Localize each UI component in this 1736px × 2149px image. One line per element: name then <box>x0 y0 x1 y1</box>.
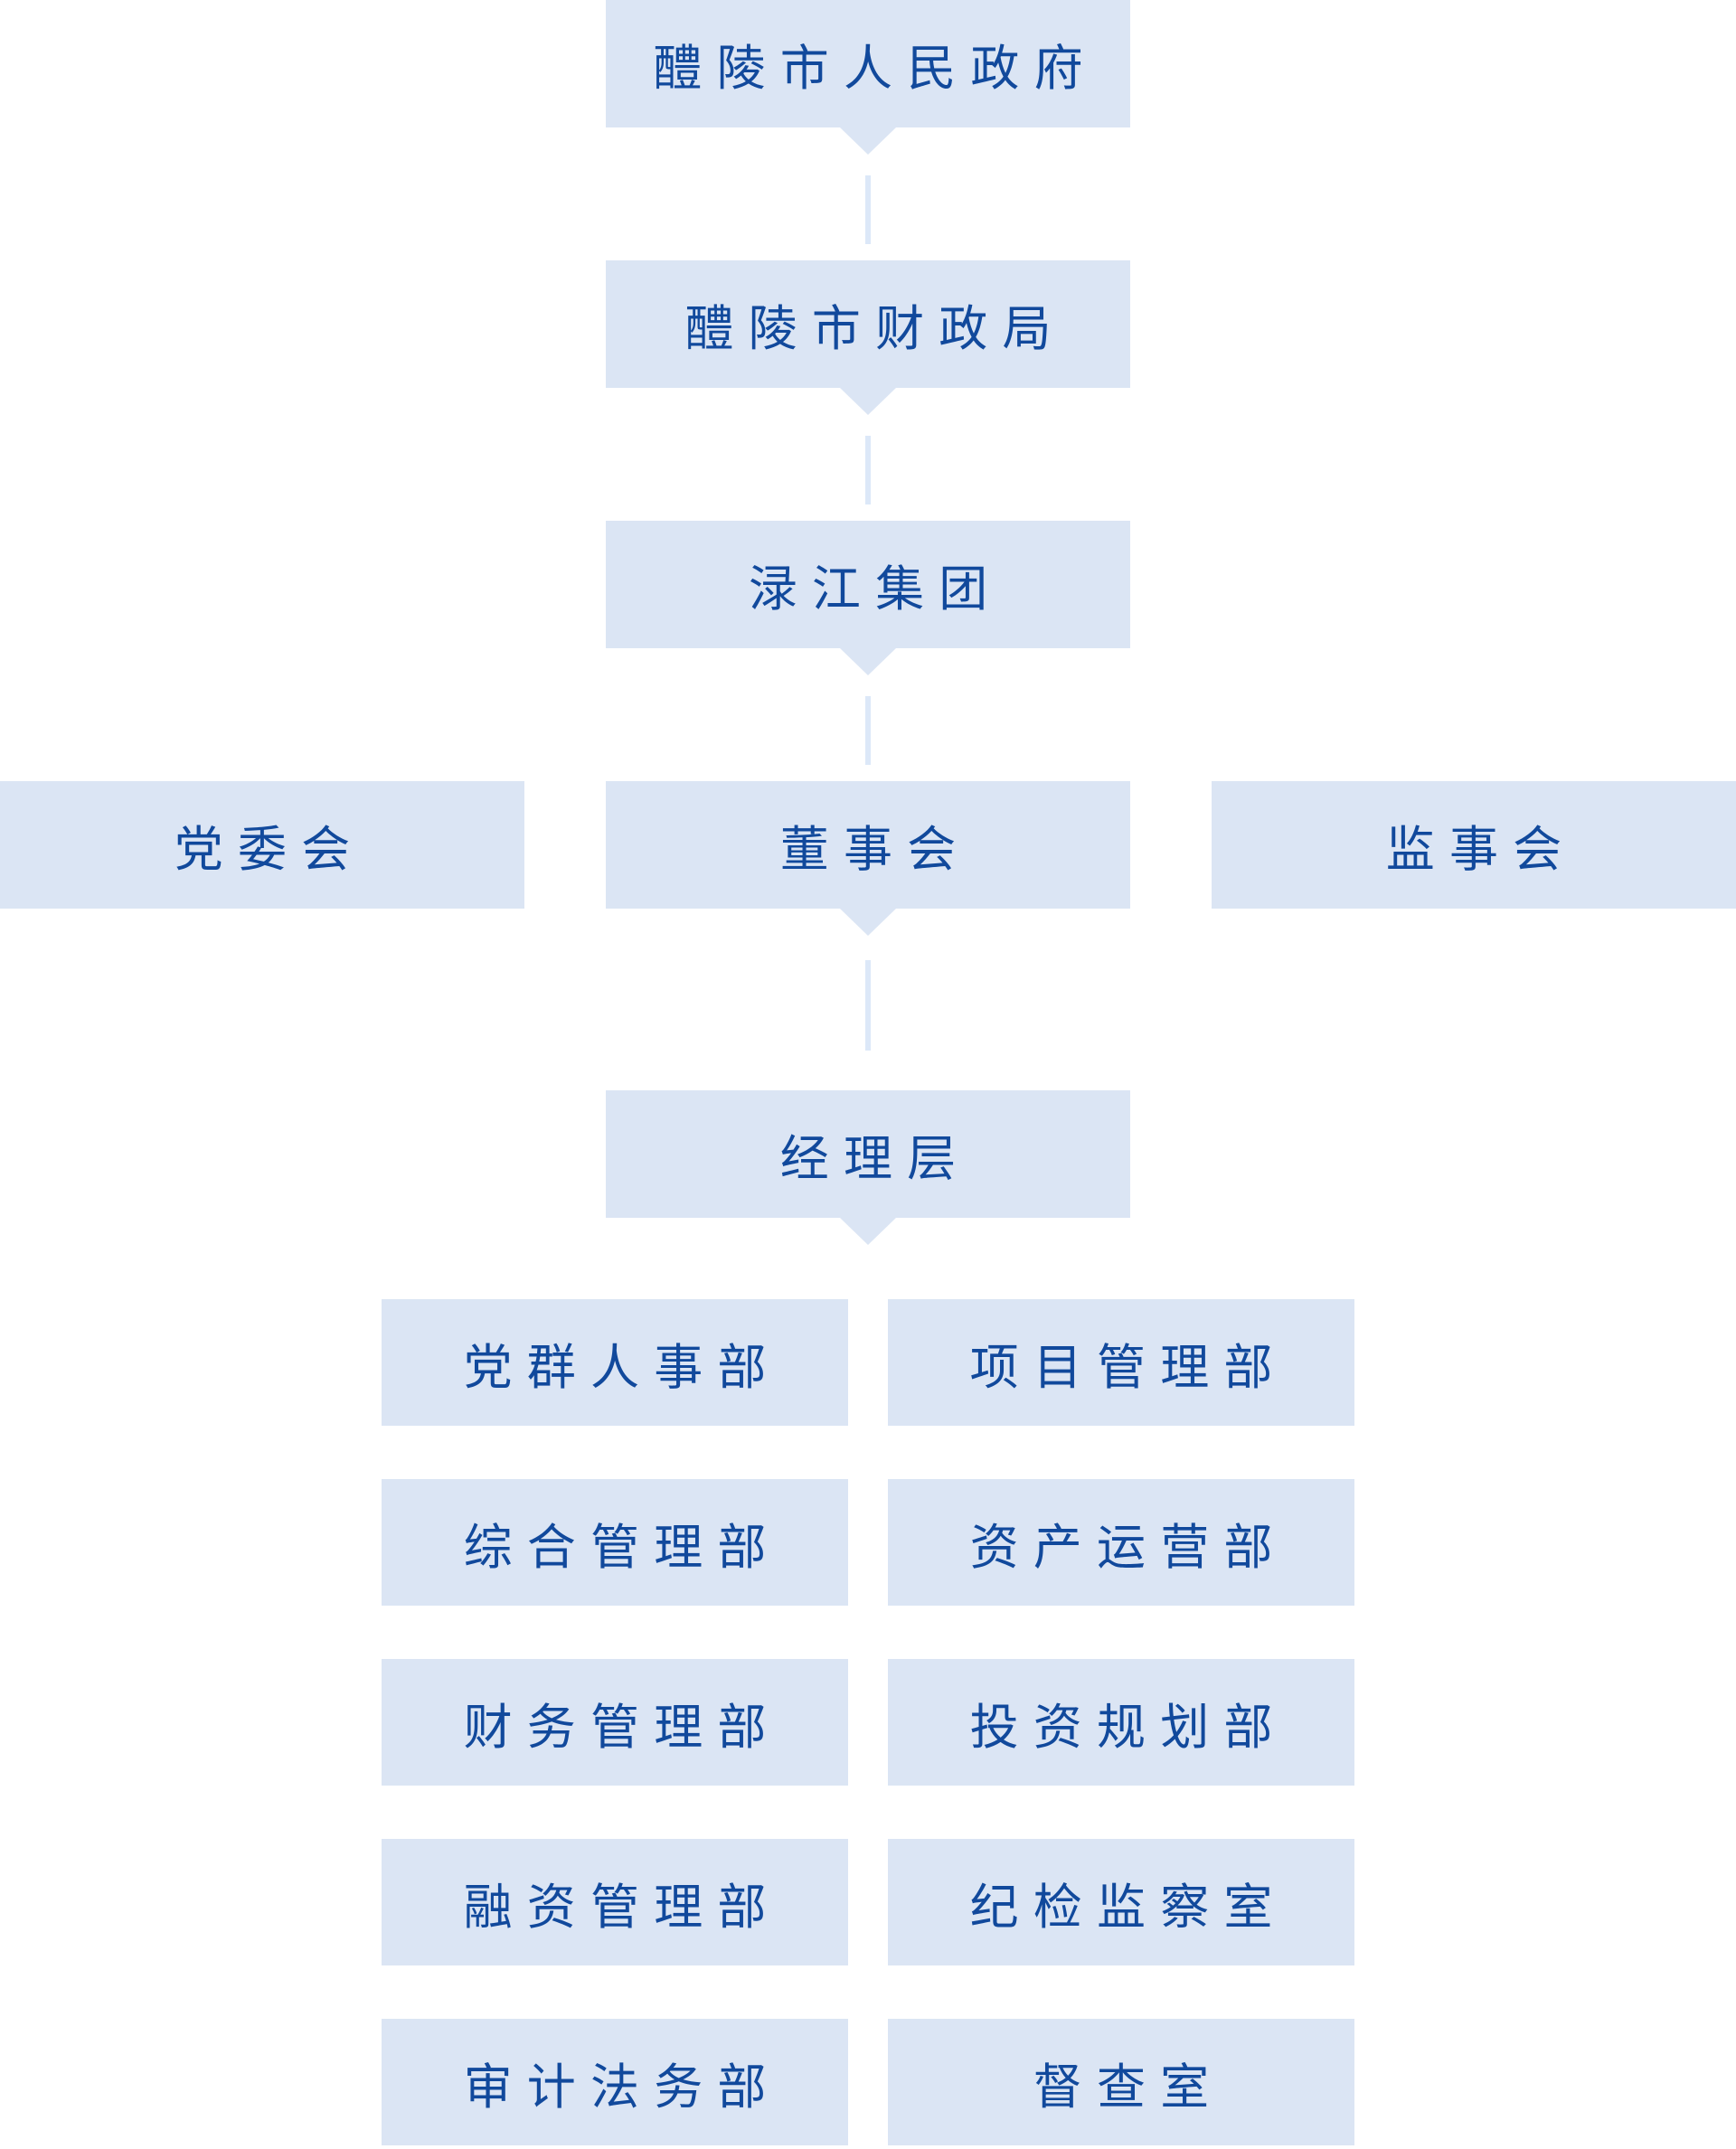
org-node-department: 项目管理部 <box>888 1299 1354 1426</box>
org-node-government: 醴陵市人民政府 <box>606 0 1130 127</box>
org-node-label: 审计法务部 <box>463 2059 781 2115</box>
org-node-label: 醴陵市财政局 <box>684 302 1066 356</box>
chevron-down-connector-icon <box>840 648 896 675</box>
org-node-group: 渌江集团 <box>606 521 1130 648</box>
org-node-label: 渌江集团 <box>748 562 1003 617</box>
org-node-label: 党群人事部 <box>463 1340 781 1395</box>
org-node-label: 监事会 <box>1385 823 1577 877</box>
org-node-label: 财务管理部 <box>463 1700 781 1755</box>
org-node-label: 董事会 <box>779 823 971 877</box>
org-node-department: 投资规划部 <box>888 1659 1354 1786</box>
org-node-department: 纪检监察室 <box>888 1839 1354 1965</box>
org-node-department: 党群人事部 <box>382 1299 848 1426</box>
chevron-down-connector-icon <box>840 1218 896 1245</box>
org-node-label: 醴陵市人民政府 <box>653 42 1098 96</box>
org-node-department: 督查室 <box>888 2019 1354 2145</box>
connector-line <box>865 696 871 765</box>
org-node-label: 经理层 <box>779 1132 971 1186</box>
connector-line <box>865 175 871 244</box>
connector-line <box>865 960 871 1051</box>
chevron-down-connector-icon <box>840 127 896 155</box>
org-node-label: 投资规划部 <box>969 1700 1288 1755</box>
org-node-label: 项目管理部 <box>969 1340 1288 1395</box>
org-node-management: 经理层 <box>606 1090 1130 1218</box>
org-node-department: 融资管理部 <box>382 1839 848 1965</box>
org-node-department: 综合管理部 <box>382 1479 848 1606</box>
org-node-label: 资产运营部 <box>969 1520 1288 1575</box>
chevron-down-connector-icon <box>840 909 896 936</box>
org-node-supervisory-board: 监事会 <box>1212 781 1736 909</box>
chevron-down-connector-icon <box>840 388 896 415</box>
org-node-label: 督查室 <box>1033 2059 1224 2115</box>
org-node-department: 审计法务部 <box>382 2019 848 2145</box>
org-node-label: 纪检监察室 <box>969 1880 1288 1935</box>
org-node-label: 党委会 <box>174 823 365 877</box>
org-node-department: 财务管理部 <box>382 1659 848 1786</box>
org-node-department: 资产运营部 <box>888 1479 1354 1606</box>
org-node-label: 融资管理部 <box>463 1880 781 1935</box>
org-node-party-committee: 党委会 <box>0 781 524 909</box>
org-node-board-of-directors: 董事会 <box>606 781 1130 909</box>
org-node-finance-bureau: 醴陵市财政局 <box>606 260 1130 388</box>
connector-line <box>865 436 871 504</box>
org-node-label: 综合管理部 <box>463 1520 781 1575</box>
